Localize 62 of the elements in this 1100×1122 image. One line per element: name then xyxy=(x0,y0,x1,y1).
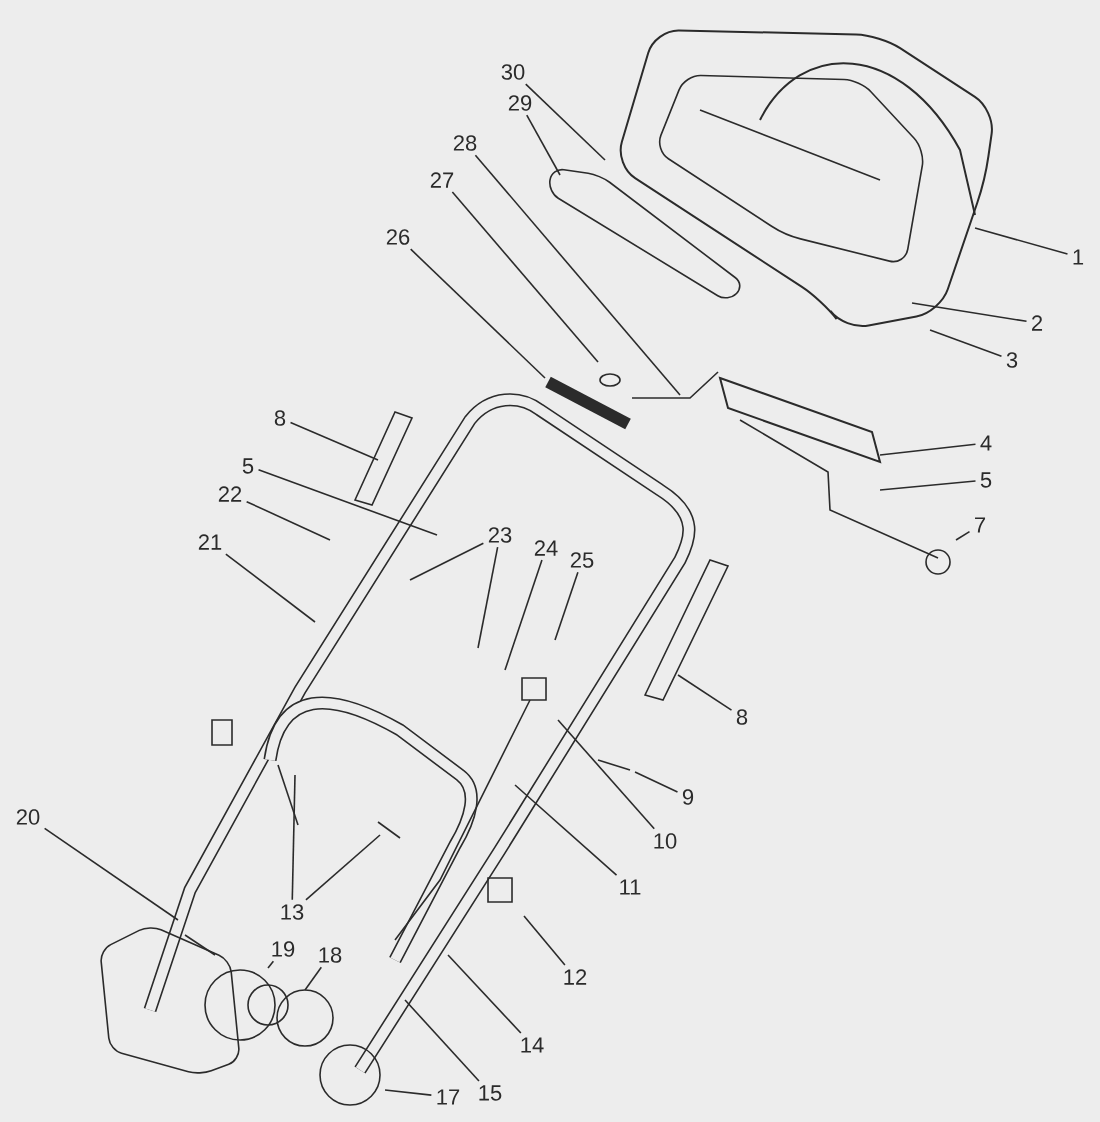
callout-number: 20 xyxy=(16,809,40,825)
leader-line xyxy=(524,83,606,161)
leader-line xyxy=(225,553,316,623)
leader-line xyxy=(554,571,579,641)
leader-line xyxy=(289,421,379,461)
leader-line xyxy=(257,469,438,536)
leader-line xyxy=(304,966,323,991)
callout-number: 28 xyxy=(453,135,477,151)
callout-number: 26 xyxy=(386,229,410,245)
leader-line xyxy=(447,954,522,1034)
leader-line xyxy=(514,784,618,876)
callout-number: 9 xyxy=(682,789,694,805)
callout-number: 15 xyxy=(479,1085,502,1101)
leader-line xyxy=(974,227,1069,255)
leader-line xyxy=(929,329,1003,357)
callout-number: 11 xyxy=(620,879,641,895)
callout-number: 17 xyxy=(437,1089,460,1105)
leader-line xyxy=(291,774,296,901)
leader-line xyxy=(504,559,543,671)
callout-number: 8 xyxy=(274,410,286,426)
leader-line xyxy=(677,674,733,711)
callout-number: 12 xyxy=(564,969,587,985)
callout-number: 8 xyxy=(736,709,748,725)
leader-line xyxy=(523,915,566,966)
leader-line xyxy=(634,771,679,793)
callout-number: 19 xyxy=(272,941,295,957)
leader-line xyxy=(879,480,977,491)
leader-line xyxy=(43,827,179,921)
leader-line xyxy=(245,500,331,541)
leader-line xyxy=(409,542,485,581)
callout-number: 27 xyxy=(430,172,454,188)
callout-number: 29 xyxy=(508,95,532,111)
callout-number: 22 xyxy=(218,486,242,502)
callout-number: 21 xyxy=(198,534,222,550)
leader-line xyxy=(305,834,381,901)
leader-line xyxy=(404,999,480,1082)
callout-number: 4 xyxy=(980,435,992,451)
callout-number: 23 xyxy=(488,527,512,543)
leader-line xyxy=(879,443,977,456)
callout-number: 24 xyxy=(534,540,558,556)
callout-number: 30 xyxy=(501,64,525,80)
callout-number: 1 xyxy=(1073,249,1084,265)
leader-line xyxy=(451,191,599,363)
leader-line xyxy=(526,114,561,176)
callout-number: 7 xyxy=(975,517,986,533)
leader-line xyxy=(474,154,681,396)
callout-number: 14 xyxy=(521,1037,544,1053)
leader-line xyxy=(955,530,971,541)
callout-number: 25 xyxy=(570,552,594,568)
leader-line xyxy=(267,960,275,969)
callout-number: 5 xyxy=(980,472,992,488)
leader-line xyxy=(911,302,1028,323)
callout-number: 2 xyxy=(1032,315,1043,331)
callout-number: 10 xyxy=(654,833,677,849)
leader-line xyxy=(557,719,656,830)
leader-line xyxy=(384,1089,433,1096)
leader-line xyxy=(477,546,499,649)
leader-line xyxy=(409,248,546,379)
callout-number: 5 xyxy=(242,458,254,474)
callout-number: 13 xyxy=(281,904,304,920)
callout-number: 18 xyxy=(319,947,342,963)
callout-number: 3 xyxy=(1006,352,1018,368)
